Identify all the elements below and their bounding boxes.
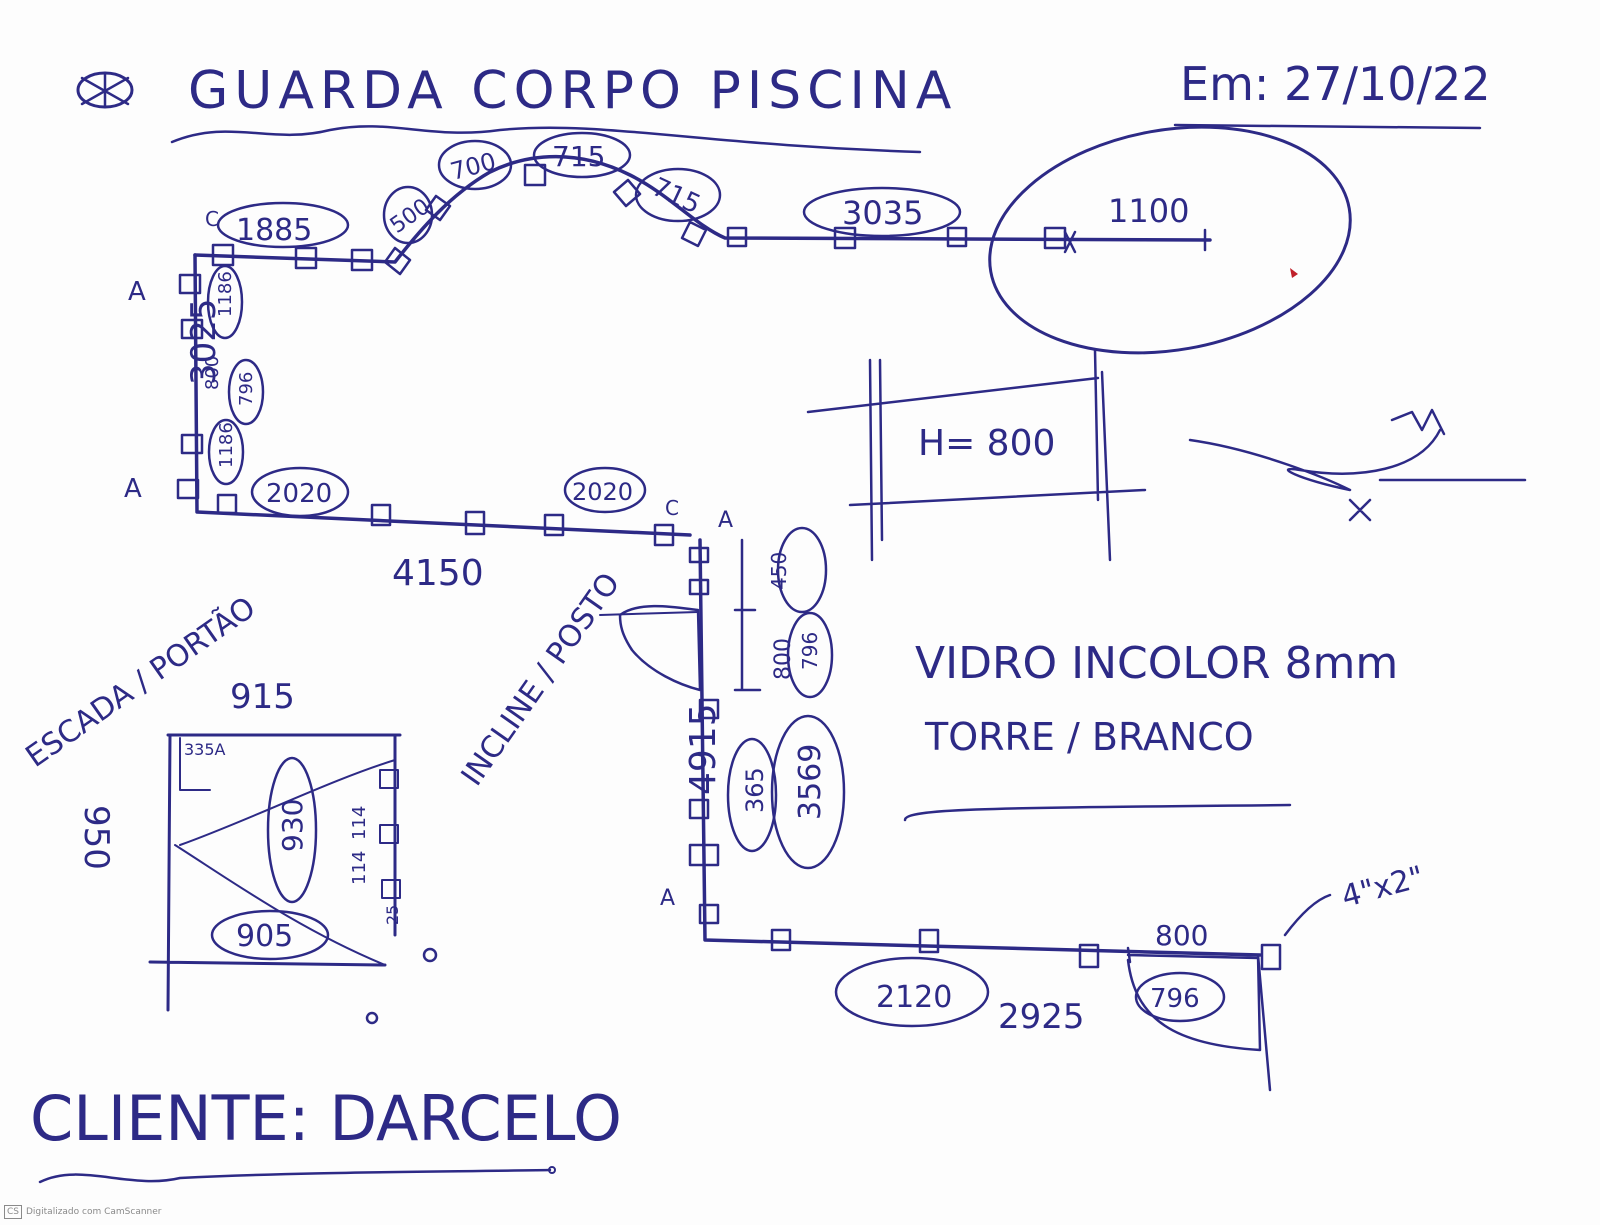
dim-top-1100: 1100 — [1108, 192, 1189, 230]
box-dim-114a: 114 — [349, 806, 370, 840]
marker-a4: A — [660, 886, 675, 911]
dim-mid-2020b-circle — [563, 466, 647, 514]
dim-right-365: 365 — [741, 767, 769, 813]
dim-right-4915: 4915 — [683, 703, 724, 795]
page-title: GUARDA CORPO PISCINA — [188, 61, 957, 121]
client-label: CLIENTE: DARCELO — [30, 1082, 622, 1155]
box-dim-905-circle — [210, 909, 330, 961]
dim-top-1885: 1885 — [236, 213, 312, 248]
dim-top-3035: 3035 — [842, 194, 923, 232]
client-underline-end — [548, 1166, 556, 1174]
gate-swing-arc — [618, 604, 702, 692]
dim-bottom-800: 800 — [1155, 919, 1208, 952]
gate-swing-arc-bottom — [1126, 953, 1272, 1092]
dim-left-1186a: 1186 — [215, 271, 236, 317]
box-outline — [148, 733, 402, 1012]
scanner-badge: CS — [4, 1205, 22, 1219]
note-glass: VIDRO INCOLOR 8mm — [915, 638, 1398, 689]
dim-left-3025: 3025 — [184, 298, 224, 385]
dim-left-2020a-circle — [250, 466, 350, 518]
dim-right-800: 800 — [771, 638, 796, 680]
dim-bottom-796: 796 — [1150, 984, 1200, 1014]
date-label: Em: 27/10/22 — [1180, 57, 1491, 111]
dim-top-715a: 715 — [552, 140, 605, 173]
dim-left-796-circle — [227, 358, 265, 426]
box-dim-335a: 335A — [184, 740, 226, 759]
dim-right-796-circle — [786, 611, 834, 699]
note-underline — [903, 803, 1292, 822]
dim-right-bracket — [733, 538, 762, 692]
dim-right-365-circle — [726, 737, 778, 853]
dim-mid-4150: 4150 — [392, 553, 484, 594]
dim-top-715b: 715 — [647, 172, 705, 220]
marker-a3: A — [718, 508, 733, 533]
marker-c1: C — [205, 207, 219, 231]
dim-left-1186b-circle — [207, 418, 245, 486]
red-mark — [1290, 268, 1298, 278]
guardrail-path-top — [193, 154, 1212, 264]
dim-right-450b-circle — [776, 526, 828, 614]
box-diagonals — [174, 759, 396, 966]
dim-715a-circle — [532, 131, 632, 179]
box-posts — [379, 769, 401, 899]
dim-left-800: 800 — [202, 356, 223, 390]
post-markers — [176, 163, 1282, 971]
box-dim-930: 930 — [276, 799, 309, 852]
dim-left-1186b: 1186 — [216, 422, 237, 468]
dim-left-796: 796 — [236, 372, 257, 406]
header-symbol — [76, 71, 134, 109]
box-dim-930-circle — [266, 756, 318, 904]
dim-right-796: 796 — [798, 632, 822, 670]
dim-mid-2020b: 2020 — [572, 478, 633, 506]
dim-bottom-2925: 2925 — [998, 997, 1085, 1037]
marker-a1: A — [128, 277, 146, 307]
marker-c2: C — [665, 496, 679, 520]
box-dim-114b: 114 — [349, 851, 370, 885]
height-frame — [806, 348, 1147, 562]
box-dim-905: 905 — [236, 919, 293, 954]
dim-700-circle — [437, 139, 513, 191]
marker-a2: A — [124, 474, 142, 504]
client-underline — [38, 1168, 552, 1184]
box-point-a — [365, 1011, 379, 1025]
dim-1100-ticks — [1063, 228, 1207, 254]
dim-715b-circle — [634, 167, 722, 223]
dim-3035-circle — [802, 186, 962, 238]
box-corner — [179, 737, 211, 791]
dim-right-3569: 3569 — [793, 744, 828, 820]
dim-tube-size: 4"x2" — [1338, 860, 1428, 915]
signature-scribble — [1390, 408, 1446, 436]
box-dim-915: 915 — [230, 677, 295, 717]
note-incline: INCLINE / POSTO — [455, 567, 628, 793]
dim-left-1186a-circle — [206, 264, 244, 340]
guardrail-path-right — [698, 538, 1262, 957]
gate-line — [599, 611, 699, 616]
note-tower: TORRE / BRANCO — [924, 715, 1254, 759]
guardrail-path-left — [193, 253, 692, 537]
dim-bottom-2120: 2120 — [876, 980, 952, 1015]
dim-1100-ellipse — [988, 125, 1352, 355]
dim-left-2020a: 2020 — [266, 479, 332, 509]
dim-bottom-800-line — [1126, 946, 1260, 964]
dim-bottom-796-circle — [1134, 971, 1226, 1023]
title-underline — [170, 125, 922, 154]
tube-leader — [1283, 893, 1332, 937]
box-dim-25: 25 — [383, 905, 402, 925]
scanner-footer: CS Digitalizado com CamScanner — [4, 1205, 161, 1219]
dim-bottom-2120-circle — [834, 956, 990, 1028]
scanner-text: Digitalizado com CamScanner — [26, 1207, 162, 1217]
dim-top-700: 700 — [447, 147, 498, 186]
dim-1885-circle — [216, 201, 350, 249]
dim-500-circle — [382, 185, 434, 245]
height-label: H= 800 — [918, 423, 1055, 464]
dim-right-3569-circle — [770, 714, 846, 870]
signature-mark — [1188, 428, 1527, 522]
box-dim-950: 950 — [76, 805, 116, 870]
box-point-b — [422, 947, 438, 963]
date-underline — [1173, 123, 1482, 130]
note-stair-gate: ESCADA / PORTÃO — [19, 589, 262, 774]
